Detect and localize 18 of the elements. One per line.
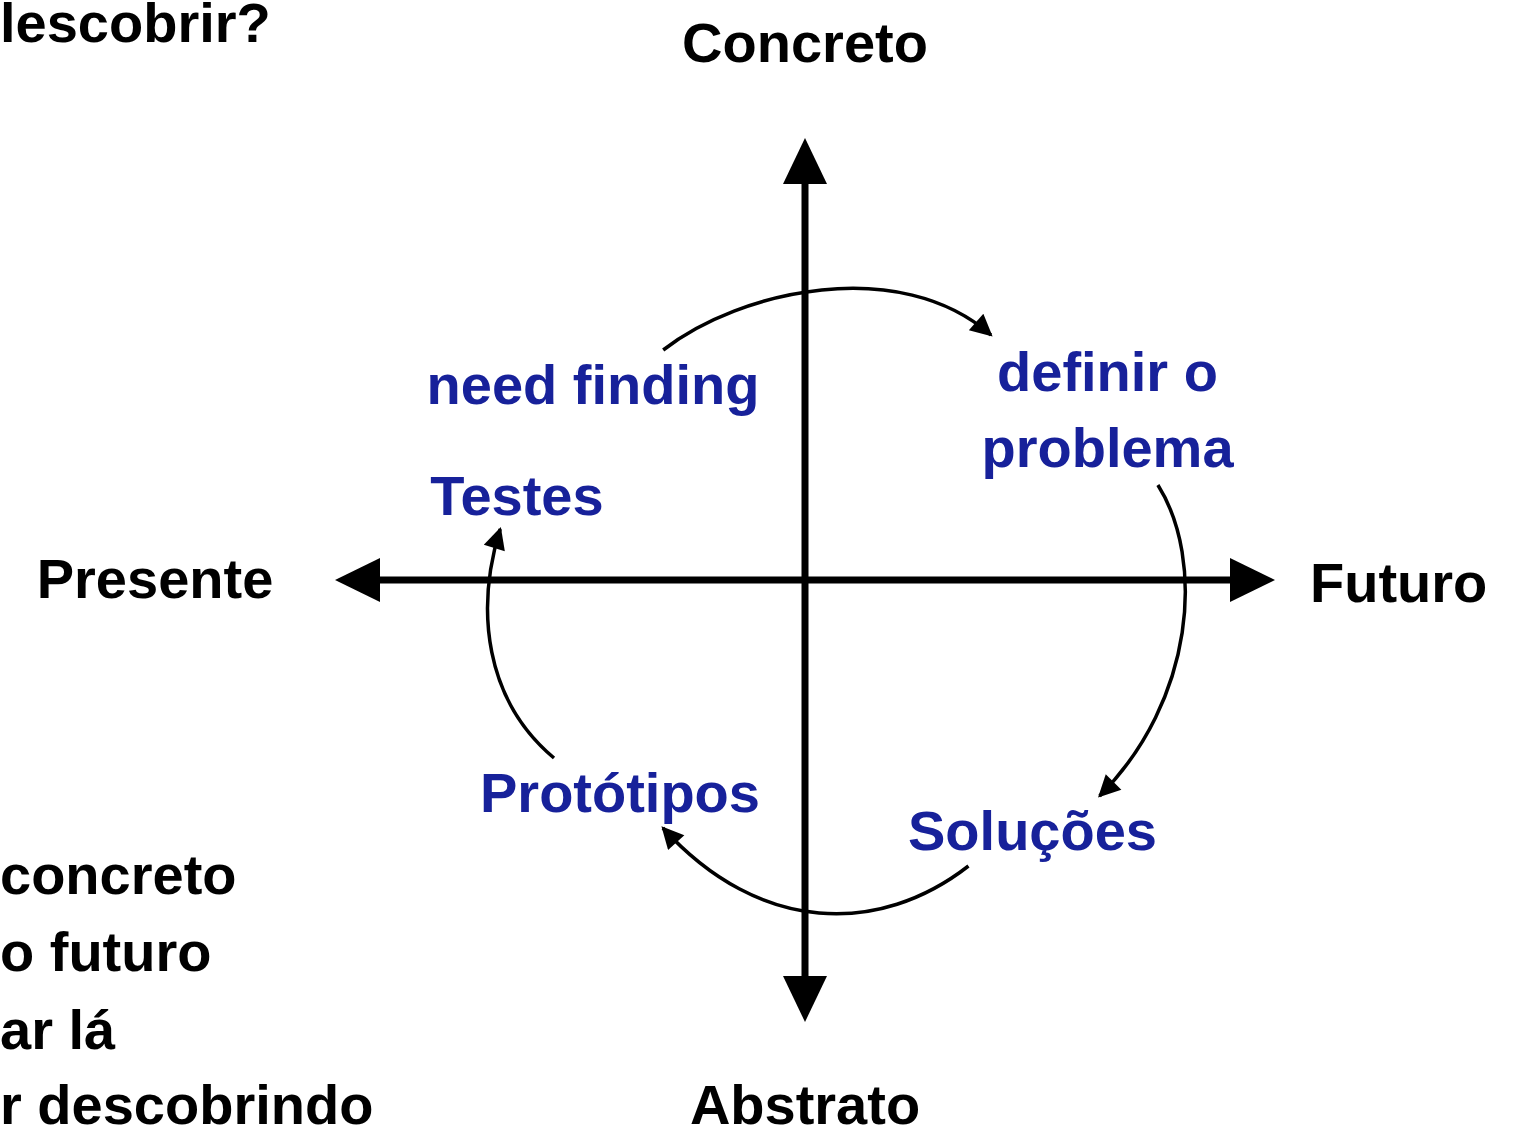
stage-label: Testes [430,463,604,530]
axis-label: o futuro [0,921,213,983]
axis-label: Futuro [1310,552,1489,614]
stage-label: definir o problema [980,339,1235,481]
stage-label: need finding [426,352,760,419]
curved-arrow [661,826,970,916]
axis-label: lescobrir? [0,0,272,54]
axis-label: concreto [0,844,238,906]
stage-label: Soluções [908,798,1157,865]
curved-arrow [1098,484,1187,798]
curved-arrow [662,286,993,352]
axis-label: ar lá [0,999,117,1061]
stage-label: Protótipos [480,760,760,827]
curved-arrow [484,526,556,760]
axis-label: Abstrato [688,1074,922,1127]
axis-label: Concreto [681,12,929,74]
axis-label: Presente [35,548,275,610]
axis-label: r descobrindo [0,1074,375,1127]
